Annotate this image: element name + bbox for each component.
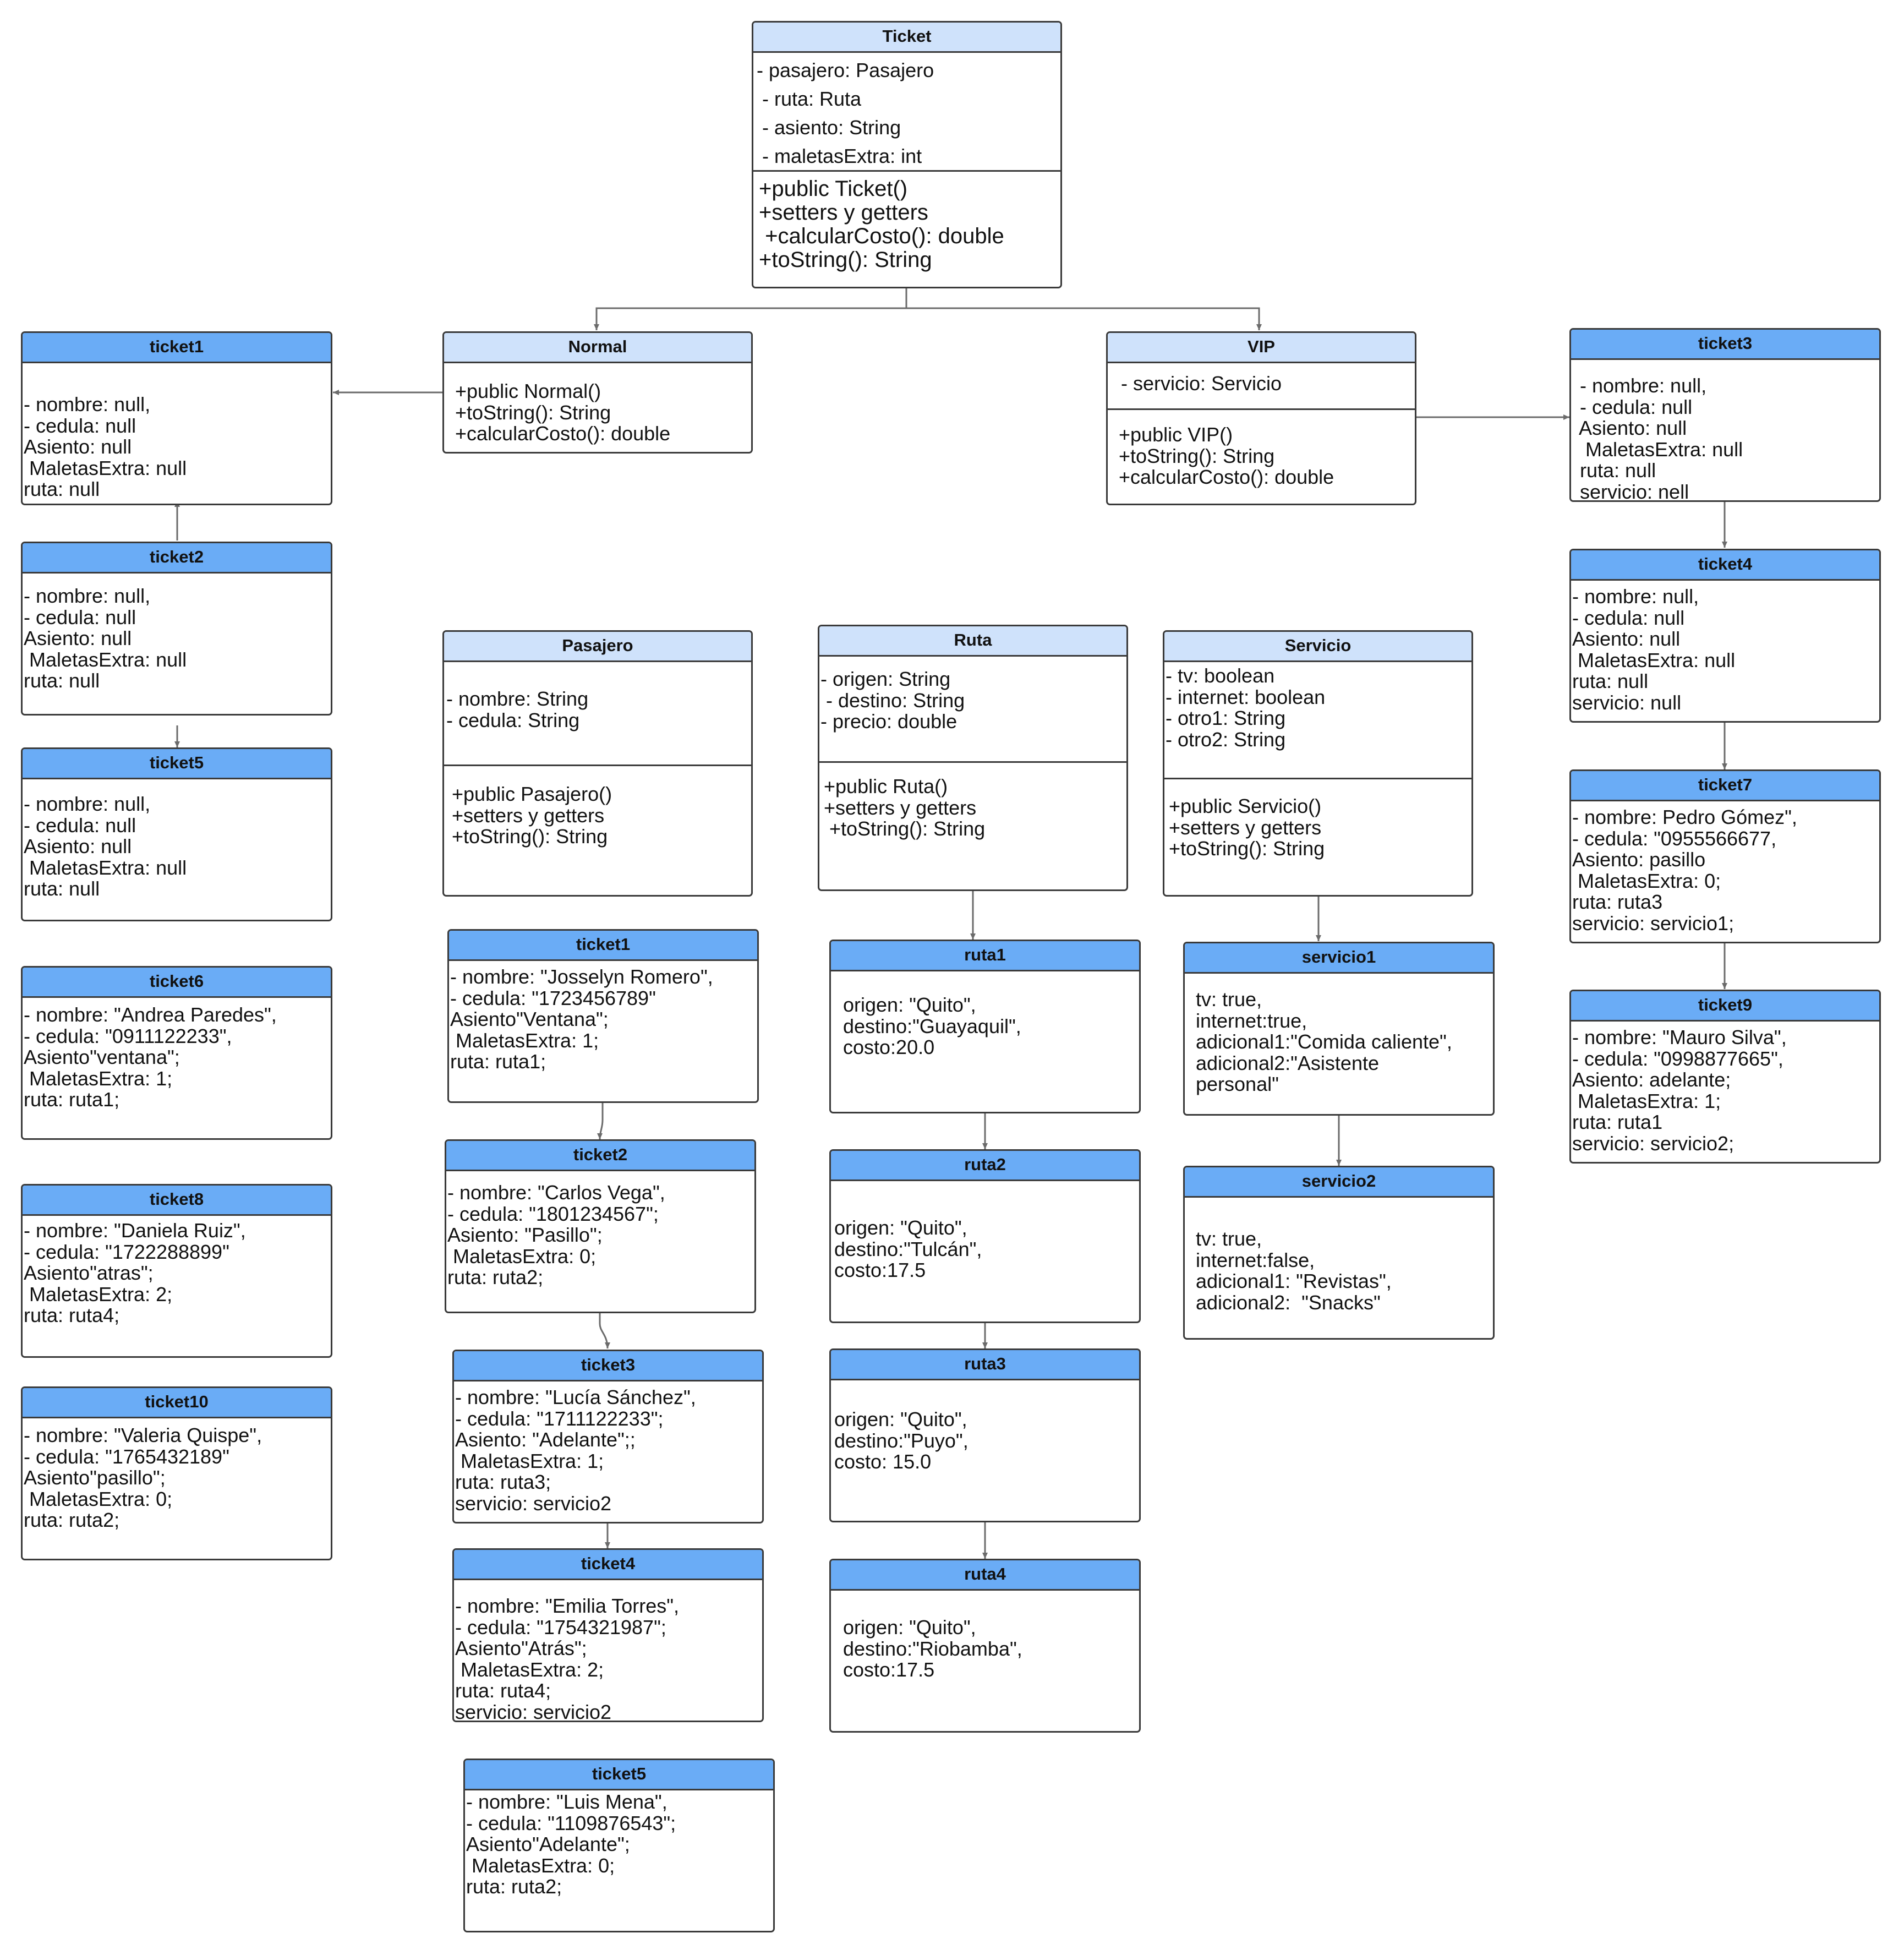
object-right-ticket7[interactable]: ticket7 - nombre: Pedro Gómez", - cedula… <box>1569 769 1881 943</box>
object-left-ticket8[interactable]: ticket8 - nombre: "Daniela Ruiz", - cedu… <box>21 1184 332 1358</box>
object-ruta1[interactable]: ruta1 origen: "Quito", destino:"Guayaqui… <box>829 940 1141 1113</box>
class-vip[interactable]: VIP - servicio: Servicio +public VIP() +… <box>1106 331 1416 505</box>
object-mid-ticket3-title: ticket3 <box>454 1351 762 1381</box>
object-servicio1[interactable]: servicio1 tv: true, internet:true, adici… <box>1183 942 1495 1116</box>
class-pasajero-methods: +public Pasajero() +setters y getters +t… <box>444 765 751 848</box>
object-left-ticket6[interactable]: ticket6 - nombre: "Andrea Paredes", - ce… <box>21 966 332 1140</box>
class-ticket[interactable]: Ticket - pasajero: Pasajero - ruta: Ruta… <box>752 21 1062 288</box>
object-left-ticket8-body: - nombre: "Daniela Ruiz", - cedula: "172… <box>24 1219 246 1327</box>
object-ruta4-body: origen: "Quito", destino:"Riobamba", cos… <box>843 1616 1022 1681</box>
object-mid-ticket1[interactable]: ticket1 - nombre: "Josselyn Romero", - c… <box>447 929 759 1103</box>
object-right-ticket9-body: - nombre: "Mauro Silva", - cedula: "0998… <box>1572 1026 1787 1155</box>
object-left-ticket1-body: - nombre: null, - cedula: null Asiento: … <box>24 393 187 501</box>
object-right-ticket3-title: ticket3 <box>1571 330 1879 360</box>
object-left-ticket6-title: ticket6 <box>23 968 331 998</box>
class-vip-title: VIP <box>1108 333 1415 363</box>
class-normal-title: Normal <box>444 333 751 363</box>
edge-mticket1-mticket2 <box>597 1102 604 1140</box>
object-left-ticket10[interactable]: ticket10 - nombre: "Valeria Quispe", - c… <box>21 1386 332 1560</box>
object-left-ticket1-title: ticket1 <box>23 333 331 363</box>
object-mid-ticket5[interactable]: ticket5 - nombre: "Luis Mena", - cedula:… <box>463 1759 775 1932</box>
object-left-ticket2[interactable]: ticket2 - nombre: null, - cedula: null A… <box>21 542 332 716</box>
object-ruta4[interactable]: ruta4 origen: "Quito", destino:"Riobamba… <box>829 1559 1141 1733</box>
object-servicio1-title: servicio1 <box>1185 943 1493 974</box>
class-normal[interactable]: Normal +public Normal() +toString(): Str… <box>442 331 753 454</box>
object-right-ticket4-title: ticket4 <box>1571 550 1879 581</box>
object-ruta2-title: ruta2 <box>831 1151 1139 1181</box>
object-ruta1-body: origen: "Quito", destino:"Guayaquil", co… <box>843 993 1021 1059</box>
object-right-ticket4[interactable]: ticket4 - nombre: null, - cedula: null A… <box>1569 549 1881 723</box>
object-left-ticket8-title: ticket8 <box>23 1186 331 1216</box>
class-pasajero-attributes: - nombre: String - cedula: String <box>446 687 589 731</box>
object-mid-ticket4-title: ticket4 <box>454 1550 762 1580</box>
class-servicio-methods: +public Servicio() +setters y getters +t… <box>1164 778 1471 860</box>
class-pasajero-title: Pasajero <box>444 632 751 662</box>
object-right-ticket3-body: - nombre: null, - cedula: null Asiento: … <box>1579 374 1743 502</box>
class-vip-methods: +public VIP() +toString(): String +calcu… <box>1108 408 1415 488</box>
object-left-ticket2-body: - nombre: null, - cedula: null Asiento: … <box>24 585 187 692</box>
edge-ticket-normal <box>594 285 907 330</box>
class-normal-methods: +public Normal() +toString(): String +ca… <box>455 380 671 445</box>
class-ruta[interactable]: Ruta - origen: String - destino: String … <box>818 625 1128 891</box>
object-servicio2[interactable]: servicio2 tv: true, internet:false, adic… <box>1183 1166 1495 1340</box>
object-mid-ticket1-body: - nombre: "Josselyn Romero", - cedula: "… <box>450 965 713 1073</box>
object-right-ticket9[interactable]: ticket9 - nombre: "Mauro Silva", - cedul… <box>1569 990 1881 1164</box>
object-ruta1-title: ruta1 <box>831 941 1139 971</box>
class-ticket-title: Ticket <box>753 23 1060 53</box>
object-mid-ticket3[interactable]: ticket3 - nombre: "Lucía Sánchez", - ced… <box>452 1350 764 1523</box>
object-mid-ticket1-title: ticket1 <box>449 931 757 961</box>
object-servicio2-title: servicio2 <box>1185 1167 1493 1198</box>
object-ruta3-body: origen: "Quito", destino:"Puyo", costo: … <box>834 1408 969 1473</box>
class-servicio-attributes: - tv: boolean - internet: boolean - otro… <box>1166 664 1326 751</box>
class-ruta-title: Ruta <box>819 626 1126 657</box>
object-mid-ticket3-body: - nombre: "Lucía Sánchez", - cedula: "17… <box>455 1386 696 1515</box>
object-mid-ticket5-title: ticket5 <box>465 1760 773 1790</box>
object-left-ticket1[interactable]: ticket1 - nombre: null, - cedula: null A… <box>21 331 332 505</box>
class-pasajero[interactable]: Pasajero - nombre: String - cedula: Stri… <box>442 630 753 897</box>
class-ticket-methods: +public Ticket() +setters y getters +cal… <box>753 170 1060 272</box>
object-right-ticket4-body: - nombre: null, - cedula: null Asiento: … <box>1572 585 1736 714</box>
object-servicio2-body: tv: true, internet:false, adicional1: "R… <box>1196 1227 1392 1314</box>
edge-ticket-vip <box>905 285 1262 330</box>
object-mid-ticket4[interactable]: ticket4 - nombre: "Emilia Torres", - ced… <box>452 1548 764 1722</box>
object-right-ticket3[interactable]: ticket3 - nombre: null, - cedula: null A… <box>1569 328 1881 502</box>
object-left-ticket5-title: ticket5 <box>23 749 331 779</box>
object-right-ticket9-title: ticket9 <box>1571 991 1879 1022</box>
object-ruta3[interactable]: ruta3 origen: "Quito", destino:"Puyo", c… <box>829 1348 1141 1522</box>
class-servicio-title: Servicio <box>1164 632 1471 662</box>
object-servicio1-body: tv: true, internet:true, adicional1:"Com… <box>1196 988 1452 1096</box>
object-mid-ticket2[interactable]: ticket2 - nombre: "Carlos Vega", - cedul… <box>445 1139 756 1313</box>
class-ruta-attributes: - origen: String - destino: String - pre… <box>820 668 965 733</box>
object-left-ticket5[interactable]: ticket5 - nombre: null, - cedula: null A… <box>21 747 332 921</box>
object-mid-ticket5-body: - nombre: "Luis Mena", - cedula: "110987… <box>466 1790 676 1898</box>
class-servicio[interactable]: Servicio - tv: boolean - internet: boole… <box>1163 630 1473 897</box>
class-ticket-attributes: - pasajero: Pasajero - ruta: Ruta - asie… <box>757 59 934 167</box>
class-ruta-methods: +public Ruta() +setters y getters +toStr… <box>819 761 1126 840</box>
object-right-ticket7-title: ticket7 <box>1571 771 1879 801</box>
object-left-ticket5-body: - nombre: null, - cedula: null Asiento: … <box>24 793 187 900</box>
object-left-ticket6-body: - nombre: "Andrea Paredes", - cedula: "0… <box>24 1003 277 1111</box>
edge-mticket2-mticket3 <box>599 1313 610 1349</box>
object-mid-ticket4-body: - nombre: "Emilia Torres", - cedula: "17… <box>455 1594 680 1722</box>
object-ruta4-title: ruta4 <box>831 1560 1139 1591</box>
object-ruta2[interactable]: ruta2 origen: "Quito", destino:"Tulcán",… <box>829 1149 1141 1323</box>
object-mid-ticket2-title: ticket2 <box>446 1141 754 1171</box>
object-left-ticket10-title: ticket10 <box>23 1388 331 1418</box>
object-mid-ticket2-body: - nombre: "Carlos Vega", - cedula: "1801… <box>447 1181 665 1289</box>
object-right-ticket7-body: - nombre: Pedro Gómez", - cedula: "09555… <box>1572 806 1797 935</box>
object-left-ticket10-body: - nombre: "Valeria Quispe", - cedula: "1… <box>24 1424 262 1532</box>
object-ruta2-body: origen: "Quito", destino:"Tulcán", costo… <box>834 1216 982 1282</box>
object-ruta3-title: ruta3 <box>831 1350 1139 1380</box>
class-vip-attributes: - servicio: Servicio <box>1115 372 1282 395</box>
object-left-ticket2-title: ticket2 <box>23 543 331 574</box>
